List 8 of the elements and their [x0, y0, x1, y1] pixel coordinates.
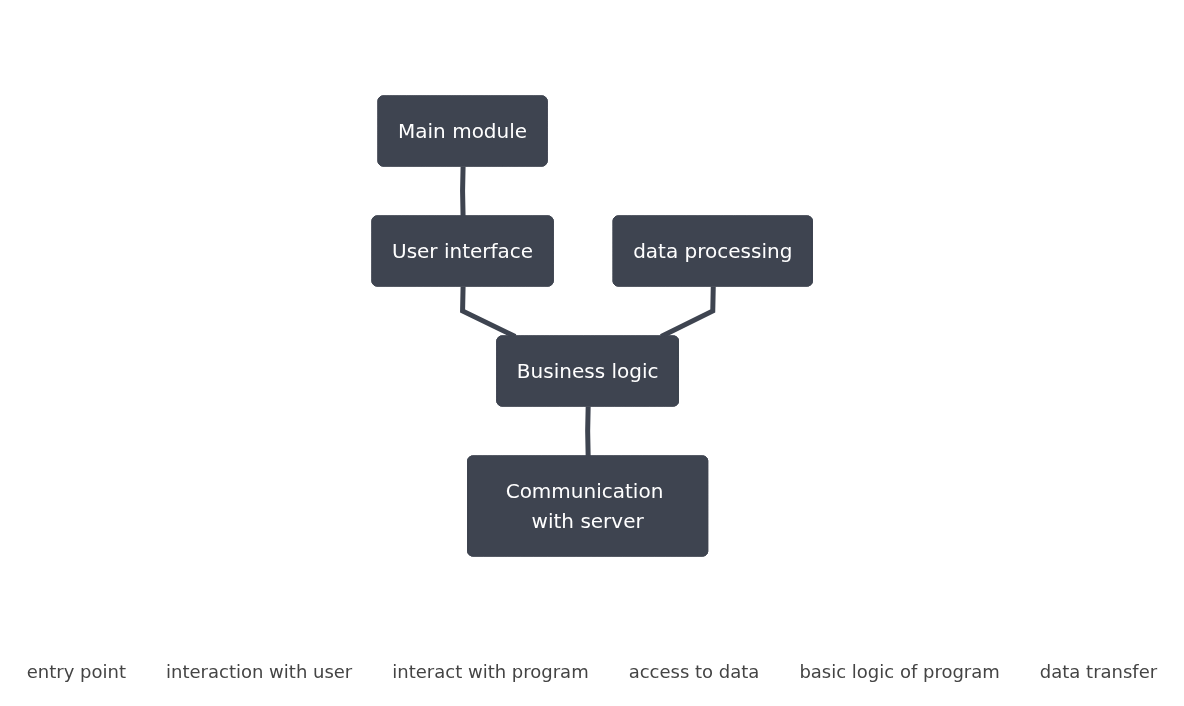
annotation-text: interact with program — [392, 661, 589, 682]
connector — [585, 405, 591, 457]
annotation-text: data transfer — [1039, 661, 1158, 682]
annotation-text: access to data — [628, 661, 760, 682]
annotation-text: interaction with user — [166, 661, 353, 682]
connector — [459, 165, 466, 217]
annotation-text: entry point — [26, 661, 127, 682]
annotation-text: basic logic of program — [799, 661, 1000, 682]
